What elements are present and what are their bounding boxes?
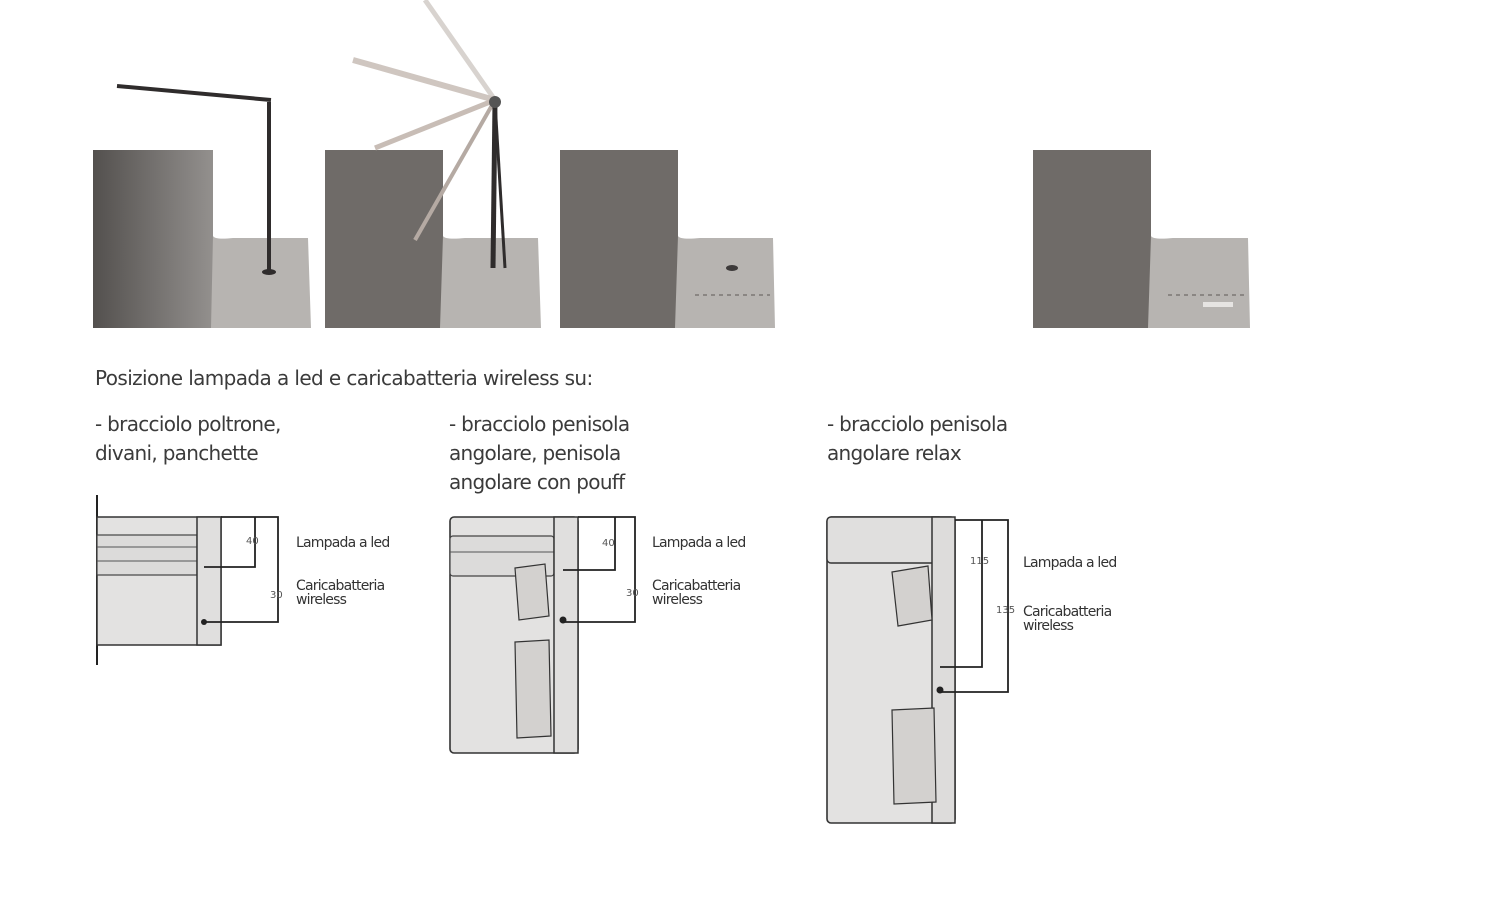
diagram-corner-chaise <box>445 512 645 757</box>
label-charger-1: Caricabatteria wireless <box>296 578 385 608</box>
label-charger-2: Caricabatteria wireless <box>652 578 741 608</box>
caption-corner-chaise: - bracciolo penisola angolare, penisola … <box>449 412 630 494</box>
section-heading: Posizione lampada a led e caricabatteria… <box>95 366 593 390</box>
dim-lamp-1: 40 <box>246 536 259 547</box>
dim-lamp-3: 115 <box>970 556 990 567</box>
dim-charger-1: 30 <box>270 590 283 601</box>
photo-armrest-lamp-upright <box>93 80 313 330</box>
caption-armchairs-sofas: - bracciolo poltrone, divani, panchette <box>95 412 281 465</box>
label-lamp-3: Lampada a led <box>1023 555 1117 571</box>
photo-armrest-plain <box>1033 150 1253 330</box>
label-charger-3: Caricabatteria wireless <box>1023 604 1112 634</box>
photo-armrest-charger <box>560 150 780 330</box>
caption-corner-chaise-relax: - bracciolo penisola angolare relax <box>827 412 1008 465</box>
label-lamp-2: Lampada a led <box>652 535 746 551</box>
dim-charger-3: 135 <box>996 605 1016 616</box>
dim-charger-2: 30 <box>626 588 639 599</box>
diagram-corner-chaise-relax <box>822 512 1022 832</box>
dim-lamp-2: 40 <box>602 538 615 549</box>
photo-armrest-lamp-rotating <box>325 0 545 330</box>
label-lamp-1: Lampada a led <box>296 535 390 551</box>
diagram-armchairs-sofas <box>90 495 290 670</box>
